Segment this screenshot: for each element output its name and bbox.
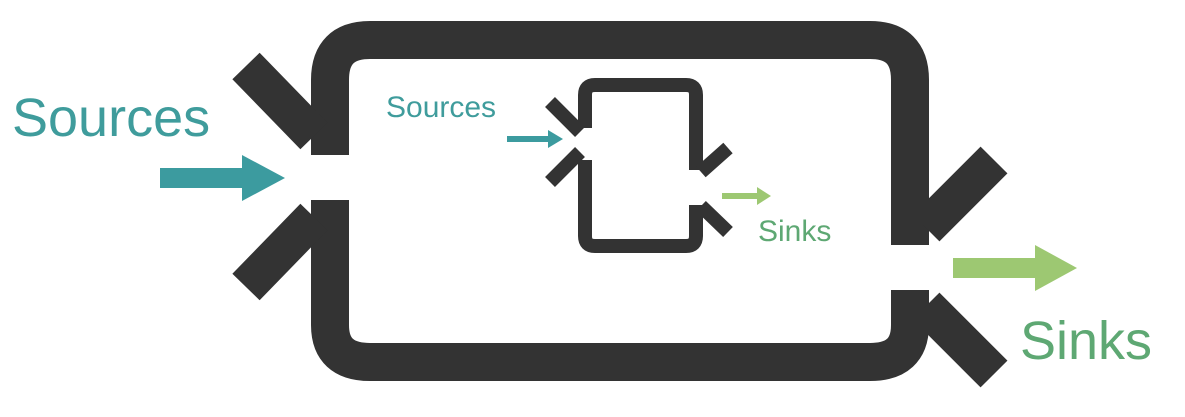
outer-outlet-funnel-bottom <box>912 292 1008 388</box>
inner-inlet-funnel-bottom <box>545 147 585 187</box>
outer-sources-label: Sources <box>12 88 210 148</box>
inner-outlet-funnel-top <box>696 142 733 178</box>
outer-box-frame <box>311 21 929 245</box>
outer-sources-arrow <box>160 155 285 201</box>
inner-sources-arrow <box>507 130 563 148</box>
inner-outlet-funnel-bottom <box>696 200 733 238</box>
outer-box <box>232 21 1008 388</box>
outer-sinks-arrow <box>953 245 1077 291</box>
inner-box <box>545 78 733 253</box>
inner-sinks-label: Sinks <box>758 215 831 248</box>
outer-inlet-funnel-top <box>232 52 328 150</box>
outer-sinks-label: Sinks <box>1020 311 1152 371</box>
inner-box-frame-bottom <box>578 160 703 253</box>
outer-inlet-funnel-bottom <box>232 203 328 301</box>
inner-sinks-arrow <box>722 187 771 205</box>
outer-outlet-funnel-top <box>912 146 1008 242</box>
inner-inlet-funnel-top <box>545 97 585 137</box>
inner-box-frame-top <box>578 78 703 170</box>
inner-sources-label: Sources <box>386 91 496 124</box>
outer-box-frame-bottom <box>311 200 929 381</box>
